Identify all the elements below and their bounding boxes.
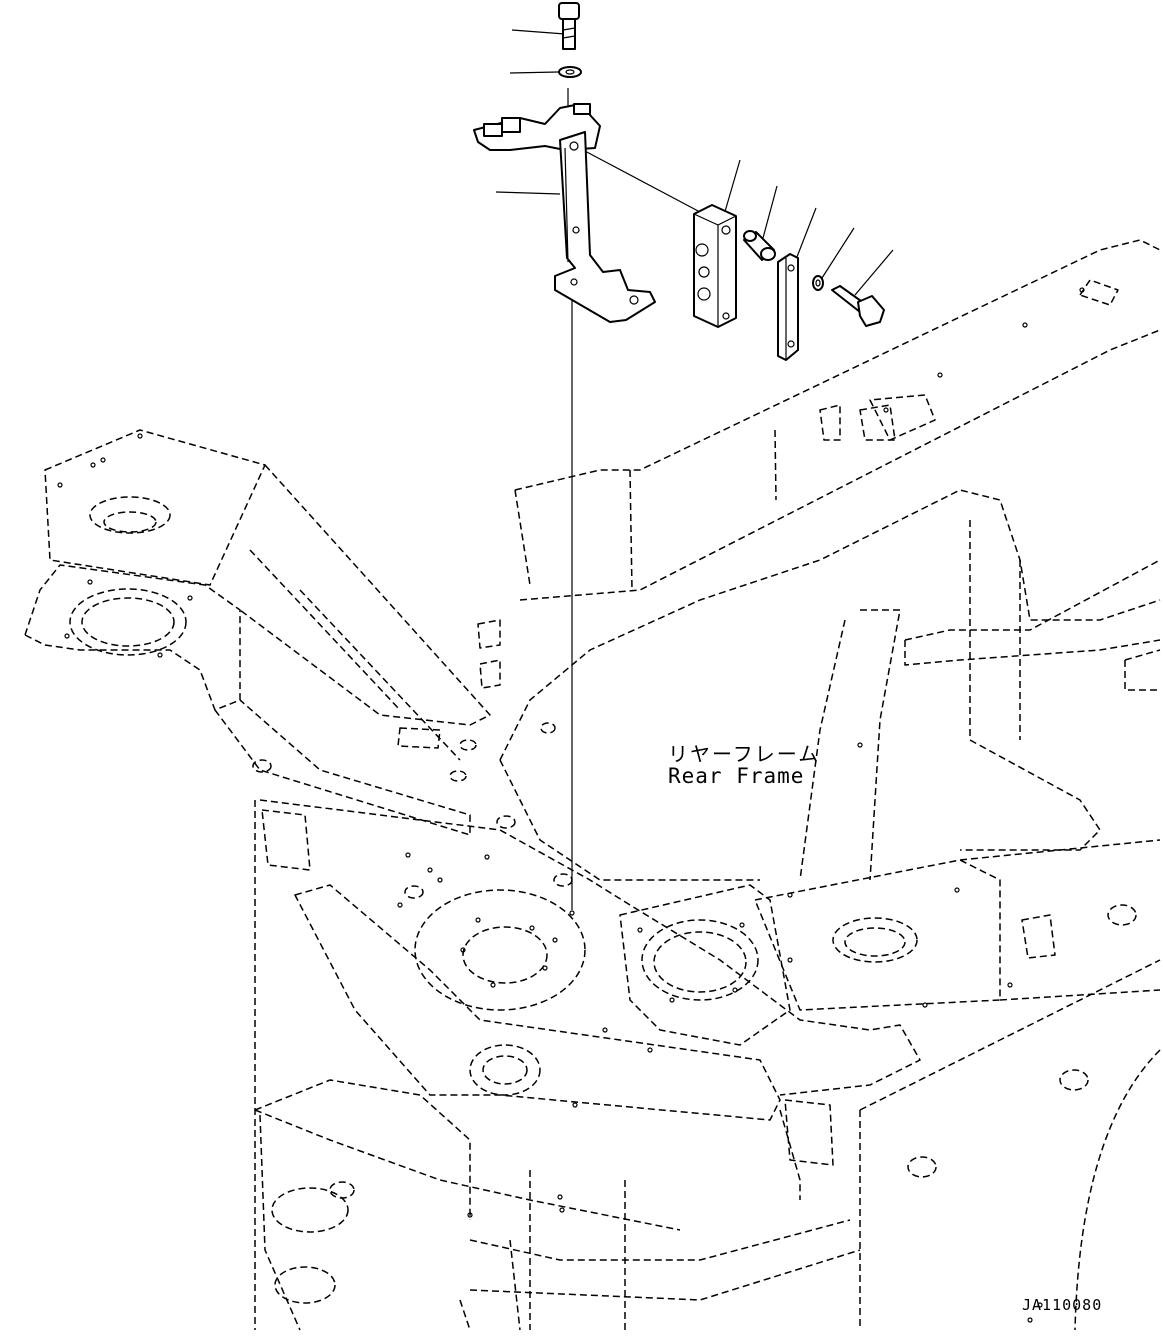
washer-side-icon xyxy=(812,275,824,291)
frame-holes xyxy=(57,287,1085,1323)
bolt-side-icon xyxy=(831,285,885,327)
washer-top-icon xyxy=(558,66,582,78)
frame-bosses xyxy=(252,619,1137,1199)
rear-frame-label-jp: リヤーフレーム xyxy=(668,742,821,766)
leader-lines xyxy=(495,29,894,910)
drawing-code: JA110080 xyxy=(1022,1296,1103,1314)
plate-icon xyxy=(777,253,799,361)
bolt-top-icon xyxy=(558,2,580,50)
block-icon xyxy=(693,204,737,328)
rear-frame-outline xyxy=(24,239,1161,1331)
collar-icon xyxy=(743,230,776,261)
bracket-icon xyxy=(473,103,656,323)
rear-frame-label-en: Rear Frame xyxy=(668,764,805,788)
